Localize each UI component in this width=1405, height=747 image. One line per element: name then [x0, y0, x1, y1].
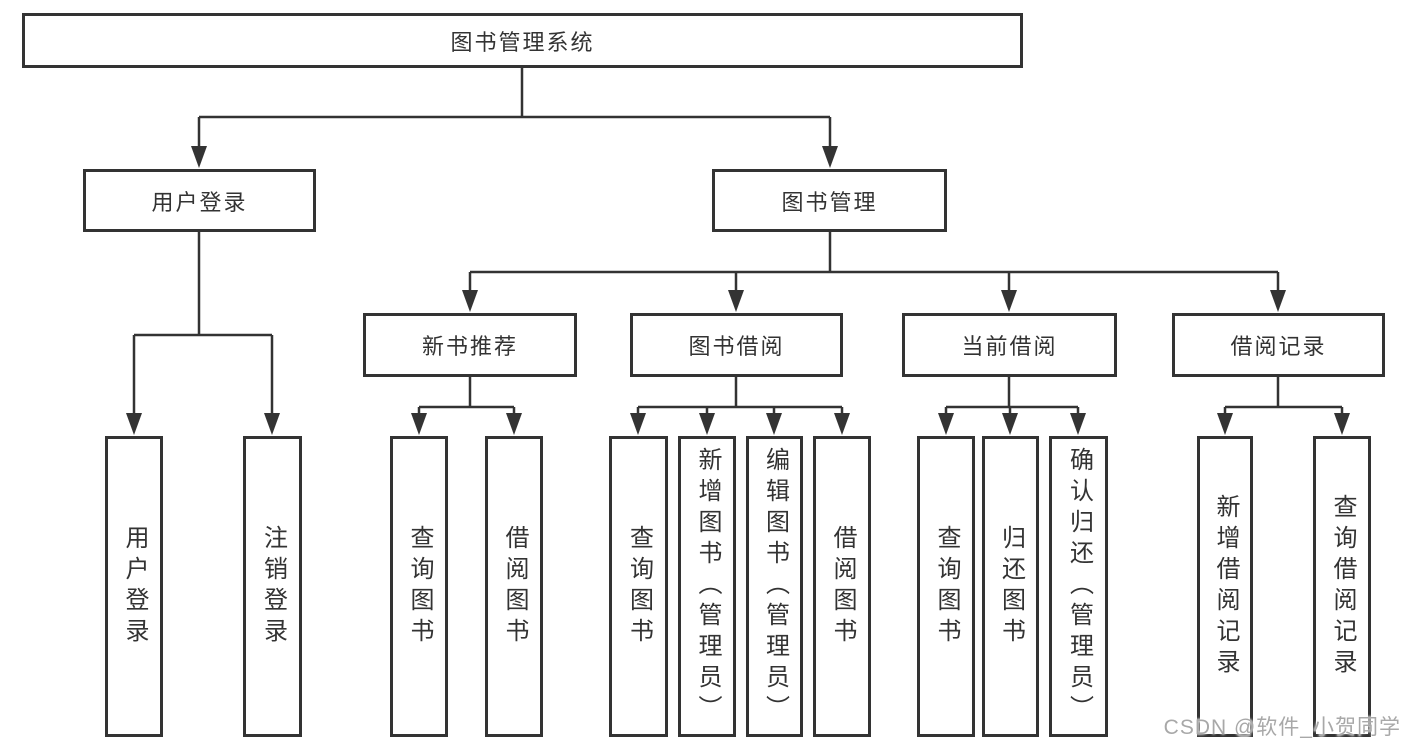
leaf-bb-add-books-admin-label: 新增图书（管理员） — [694, 447, 721, 726]
leaf-cb-query-books: 查询图书 — [917, 436, 975, 737]
leaf-bb-borrow-books: 借阅图书 — [813, 436, 871, 737]
node-current-borrowing: 当前借阅 — [902, 313, 1117, 377]
leaf-logout-label: 注销登录 — [259, 524, 287, 649]
node-user-login-label: 用户登录 — [151, 189, 248, 215]
leaf-bb-add-books-admin: 新增图书（管理员） — [678, 436, 736, 737]
leaf-nbr-borrow-books: 借阅图书 — [485, 436, 543, 737]
leaf-cb-confirm-return-admin: 确认归还（管理员） — [1049, 436, 1108, 737]
node-new-book-recommend-label: 新书推荐 — [421, 334, 518, 359]
node-borrowing-records: 借阅记录 — [1172, 313, 1385, 377]
leaf-logout: 注销登录 — [243, 436, 302, 737]
leaf-bb-query-books: 查询图书 — [609, 436, 668, 737]
leaf-nbr-borrow-books-label: 借阅图书 — [501, 524, 528, 649]
leaf-cb-return-books: 归还图书 — [982, 436, 1039, 737]
node-user-login: 用户登录 — [83, 169, 316, 232]
leaf-br-query-record-label: 查询借阅记录 — [1329, 493, 1356, 680]
node-current-borrowing-label: 当前借阅 — [961, 334, 1058, 359]
leaf-cb-return-books-label: 归还图书 — [997, 524, 1025, 649]
node-book-management-label: 图书管理 — [781, 189, 878, 215]
leaf-nbr-query-books: 查询图书 — [390, 436, 448, 737]
node-book-borrowing-label: 图书借阅 — [688, 334, 785, 359]
leaf-br-add-record-label: 新增借阅记录 — [1212, 493, 1239, 680]
leaf-bb-edit-books-admin-label: 编辑图书（管理员） — [761, 447, 789, 726]
leaf-nbr-query-books-label: 查询图书 — [406, 524, 433, 649]
leaf-bb-edit-books-admin: 编辑图书（管理员） — [746, 436, 803, 737]
leaf-cb-confirm-return-admin-label: 确认归还（管理员） — [1065, 447, 1093, 726]
node-borrowing-records-label: 借阅记录 — [1230, 334, 1327, 359]
leaf-cb-query-books-label: 查询图书 — [933, 524, 960, 649]
node-book-borrowing: 图书借阅 — [630, 313, 843, 377]
node-book-management: 图书管理 — [712, 169, 947, 232]
node-system-root-label: 图书管理系统 — [450, 29, 595, 55]
node-system-root: 图书管理系统 — [22, 13, 1023, 68]
leaf-bb-borrow-books-label: 借阅图书 — [829, 524, 856, 649]
leaf-br-query-record: 查询借阅记录 — [1313, 436, 1371, 737]
csdn-watermark: CSDN @软件_小贺同学 — [1163, 716, 1401, 739]
leaf-user-login: 用户登录 — [105, 436, 163, 737]
node-new-book-recommend: 新书推荐 — [363, 313, 577, 377]
leaf-bb-query-books-label: 查询图书 — [625, 524, 653, 649]
leaf-br-add-record: 新增借阅记录 — [1197, 436, 1253, 737]
leaf-user-login-label: 用户登录 — [121, 524, 148, 649]
